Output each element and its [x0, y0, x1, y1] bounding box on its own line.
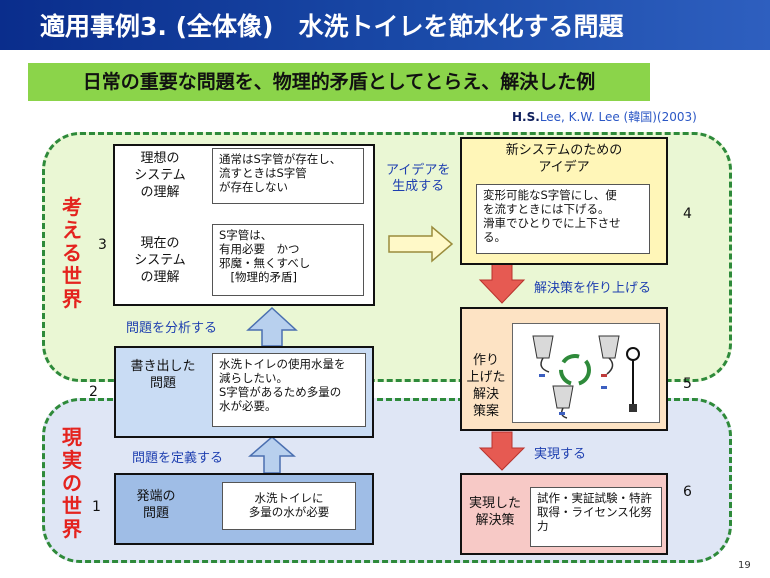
right-arrow-generate — [388, 225, 454, 263]
down-arrow-build — [478, 262, 526, 304]
page-title: 適用事例3. (全体像) 水洗トイレを節水化する問題 — [40, 12, 624, 41]
title-bar — [0, 0, 770, 50]
subtitle-text: 日常の重要な問題を、物理的矛盾としてとらえ、解決した例 — [82, 71, 596, 93]
current-system-label: 現在の システム の理解 — [134, 236, 186, 285]
step-number-5: 5 — [683, 376, 692, 392]
written-problem-label: 書き出した 問題 — [130, 359, 196, 391]
up-arrow-analyze — [246, 306, 298, 347]
solution-sketch-image — [512, 323, 660, 423]
credit-author: H.S. — [512, 110, 540, 124]
origin-problem-label: 発端の 問題 — [136, 489, 176, 521]
origin-problem-text: 水洗トイレに 多量の水が必要 — [222, 482, 356, 530]
realized-solution-label: 実現した 解決策 — [468, 496, 521, 528]
up-arrow-define — [247, 436, 297, 474]
realize-label: 実現する — [534, 447, 587, 462]
step-number-3: 3 — [98, 237, 107, 253]
build-solution-label: 解決策を作り上げる — [534, 281, 652, 296]
page-number: 19 — [738, 560, 751, 571]
step-number-4: 4 — [683, 206, 692, 222]
define-problem-label: 問題を定義する — [132, 451, 224, 466]
step-number-1: 1 — [92, 499, 101, 515]
written-problem-text: 水洗トイレの使用水量を 減らしたい。 S字管があるため多量の 水が必要。 — [212, 353, 366, 427]
analyze-problem-label: 問題を分析する — [126, 321, 218, 336]
down-arrow-realize — [478, 431, 526, 471]
ideal-system-label: 理想の システム の理解 — [134, 151, 186, 200]
credit-line: H.S.Lee, K.W. Lee (韓国)(2003) — [512, 108, 697, 125]
realized-solution-text: 試作・実証試験・特許 取得・ライセンス化努 力 — [530, 487, 662, 547]
current-system-text: S字管は、 有用必要 かつ 邪魔・無くすべし [物理的矛盾] — [212, 224, 364, 296]
subtitle-banner — [28, 63, 650, 101]
built-solution-label: 作り 上げた 解決 策案 — [466, 353, 506, 419]
step-number-2: 2 — [89, 384, 98, 400]
step-number-6: 6 — [683, 484, 692, 500]
real-world-label: 現実の世界 — [62, 425, 82, 541]
generate-idea-label: アイデアを 生成する — [386, 163, 451, 194]
new-system-title: 新システムのための アイデア — [505, 143, 623, 175]
toilet-mechanism-sketch — [532, 335, 640, 419]
ideal-system-text: 通常はS字管が存在し、 流すときはS字管 が存在しない — [212, 148, 364, 204]
thinking-world-label: 考える世界 — [62, 195, 82, 311]
new-system-text: 変形可能なS字管にし、便 を流すときには下げる。 滑車でひとりでに上下させ る。 — [476, 184, 650, 254]
credit-rest: Lee, K.W. Lee (韓国)(2003) — [539, 110, 697, 124]
